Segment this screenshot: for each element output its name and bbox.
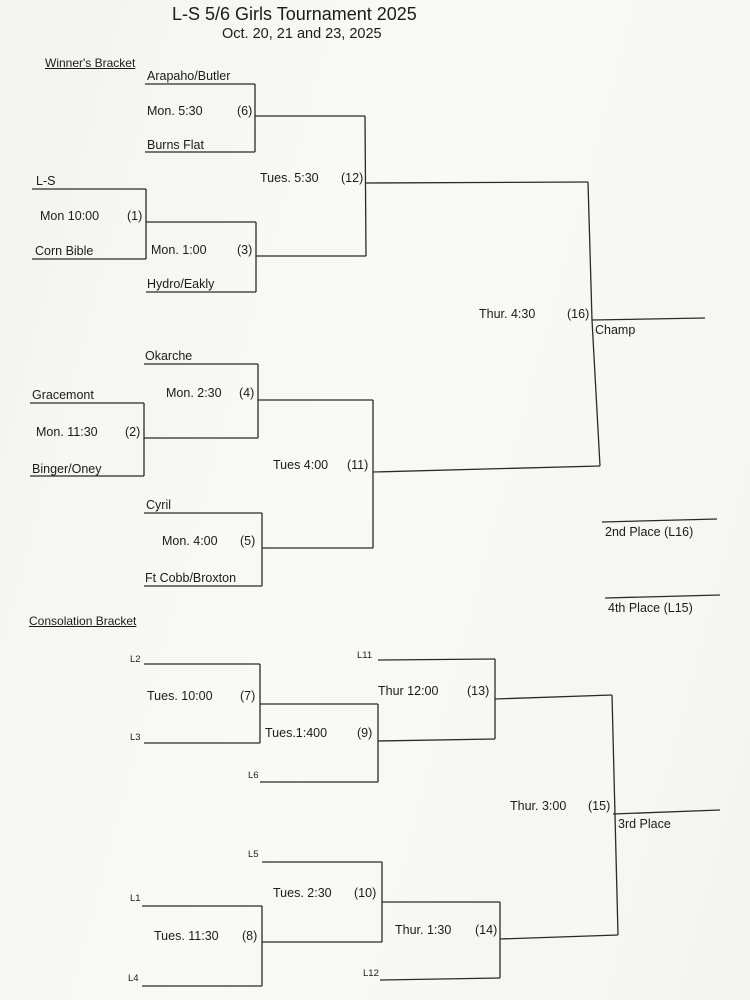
team-cyril: Cyril bbox=[146, 498, 171, 512]
game-10-number: (10) bbox=[354, 886, 377, 900]
winners-bracket-header: Winner's Bracket bbox=[45, 56, 136, 70]
game-8-number: (8) bbox=[242, 929, 258, 943]
line-w13 bbox=[494, 694, 613, 700]
game-12-number: (12) bbox=[341, 171, 364, 185]
game-11-number: (11) bbox=[347, 458, 369, 472]
game-4-number: (4) bbox=[239, 386, 255, 400]
game-14-time: Thur. 1:30 bbox=[395, 923, 452, 937]
bracket-g16-lower bbox=[591, 319, 601, 467]
game-16-time: Thur. 4:30 bbox=[479, 307, 536, 321]
team-hydro: Hydro/Eakly bbox=[147, 277, 215, 291]
game-16-number: (16) bbox=[567, 307, 590, 321]
loser-l2-label: L2 bbox=[130, 654, 141, 665]
game-9-number: (9) bbox=[357, 726, 373, 740]
loser-l6-label: L6 bbox=[248, 770, 259, 781]
line-w11 bbox=[372, 465, 601, 473]
team-corn-bible: Corn Bible bbox=[35, 244, 94, 258]
loser-l1-label: L1 bbox=[130, 893, 141, 904]
game-12-time: Tues. 5:30 bbox=[260, 171, 319, 185]
second-place-label: 2nd Place (L16) bbox=[605, 525, 694, 539]
team-burns-flat: Burns Flat bbox=[147, 138, 204, 152]
champ-label: Champ bbox=[595, 323, 636, 337]
bracket-g16-upper bbox=[587, 181, 593, 321]
game-7-number: (7) bbox=[240, 689, 256, 703]
game-9-time: Tues.1:400 bbox=[265, 726, 328, 740]
page-title: L-S 5/6 Girls Tournament 2025 bbox=[172, 4, 417, 24]
team-okarche: Okarche bbox=[145, 349, 193, 363]
loser-l5-label: L5 bbox=[248, 849, 259, 860]
game-2-time: Mon. 11:30 bbox=[36, 425, 98, 439]
line-w12 bbox=[365, 181, 589, 184]
third-place-label: 3rd Place bbox=[618, 817, 671, 831]
consolation-bracket-header: Consolation Bracket bbox=[29, 614, 137, 628]
line-l11 bbox=[377, 658, 496, 661]
loser-l3-label: L3 bbox=[130, 732, 141, 743]
team-ls: L-S bbox=[36, 174, 56, 188]
loser-l4-label: L4 bbox=[128, 973, 139, 984]
game-6-number: (6) bbox=[237, 104, 253, 118]
team-arapaho: Arapaho/Butler bbox=[147, 69, 231, 83]
game-8-time: Tues. 11:30 bbox=[154, 929, 219, 943]
fourth-place-label: 4th Place (L15) bbox=[608, 601, 693, 615]
team-gracemont: Gracemont bbox=[32, 388, 94, 402]
game-2-number: (2) bbox=[125, 425, 141, 439]
page-subtitle: Oct. 20, 21 and 23, 2025 bbox=[222, 26, 382, 42]
loser-l12-label: L12 bbox=[363, 968, 379, 979]
game-7-time: Tues. 10:00 bbox=[147, 689, 213, 703]
game-6-time: Mon. 5:30 bbox=[147, 104, 203, 118]
game-3-time: Mon. 1:00 bbox=[151, 243, 207, 257]
line-w14 bbox=[499, 934, 619, 940]
line-champ bbox=[591, 317, 706, 321]
bracket-g15-vertical bbox=[611, 694, 619, 936]
line-w9 bbox=[377, 738, 496, 742]
team-binger: Binger/Oney bbox=[32, 462, 102, 476]
game-10-time: Tues. 2:30 bbox=[273, 886, 332, 900]
game-5-time: Mon. 4:00 bbox=[162, 534, 218, 548]
bracket-g12-vertical bbox=[364, 115, 367, 257]
game-1-number: (1) bbox=[127, 209, 143, 223]
game-15-number: (15) bbox=[588, 799, 611, 813]
game-1-time: Mon 10:00 bbox=[40, 209, 100, 223]
game-13-number: (13) bbox=[467, 684, 490, 698]
game-14-number: (14) bbox=[475, 923, 498, 937]
game-13-time: Thur 12:00 bbox=[378, 684, 439, 698]
line-second bbox=[601, 518, 718, 523]
game-11-time: Tues 4:00 bbox=[273, 458, 329, 472]
line-third bbox=[612, 809, 721, 815]
game-3-number: (3) bbox=[237, 243, 253, 257]
loser-l11-label: L11 bbox=[357, 650, 373, 661]
game-5-number: (5) bbox=[240, 534, 256, 548]
game-4-time: Mon. 2:30 bbox=[166, 386, 222, 400]
line-l12 bbox=[379, 977, 501, 981]
game-15-time: Thur. 3:00 bbox=[510, 799, 567, 813]
line-fourth bbox=[604, 594, 721, 599]
team-ftcobb: Ft Cobb/Broxton bbox=[145, 571, 237, 585]
